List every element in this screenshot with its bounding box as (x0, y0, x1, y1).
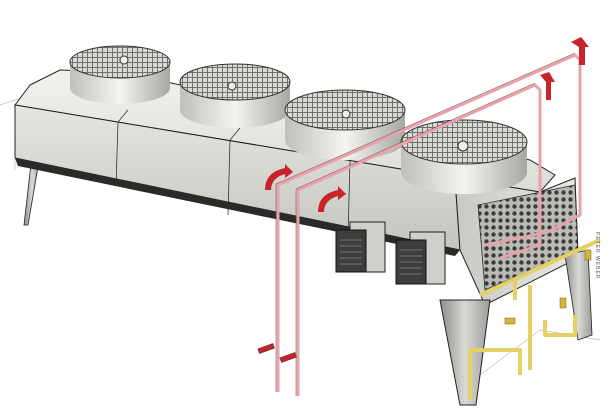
fan-3 (284, 89, 406, 160)
artist-signature: PETER WEBER (594, 232, 600, 280)
control-box-2 (395, 231, 446, 285)
fan-4 (400, 119, 528, 194)
liquid-lines (468, 238, 601, 400)
flow-arrow-icon (265, 164, 293, 190)
inline-valves (257, 343, 297, 363)
front-right-leg (439, 299, 491, 406)
fan-2 (179, 63, 291, 128)
fan-1 (69, 45, 171, 104)
liquid-line-fittings (504, 249, 592, 325)
flow-arrow-icon (571, 37, 589, 65)
control-box-1 (335, 221, 386, 273)
back-right-leg (564, 249, 593, 341)
airflow-arrows (265, 37, 589, 212)
flow-arrow-icon (540, 72, 555, 100)
flow-arrow-icon (318, 186, 346, 212)
